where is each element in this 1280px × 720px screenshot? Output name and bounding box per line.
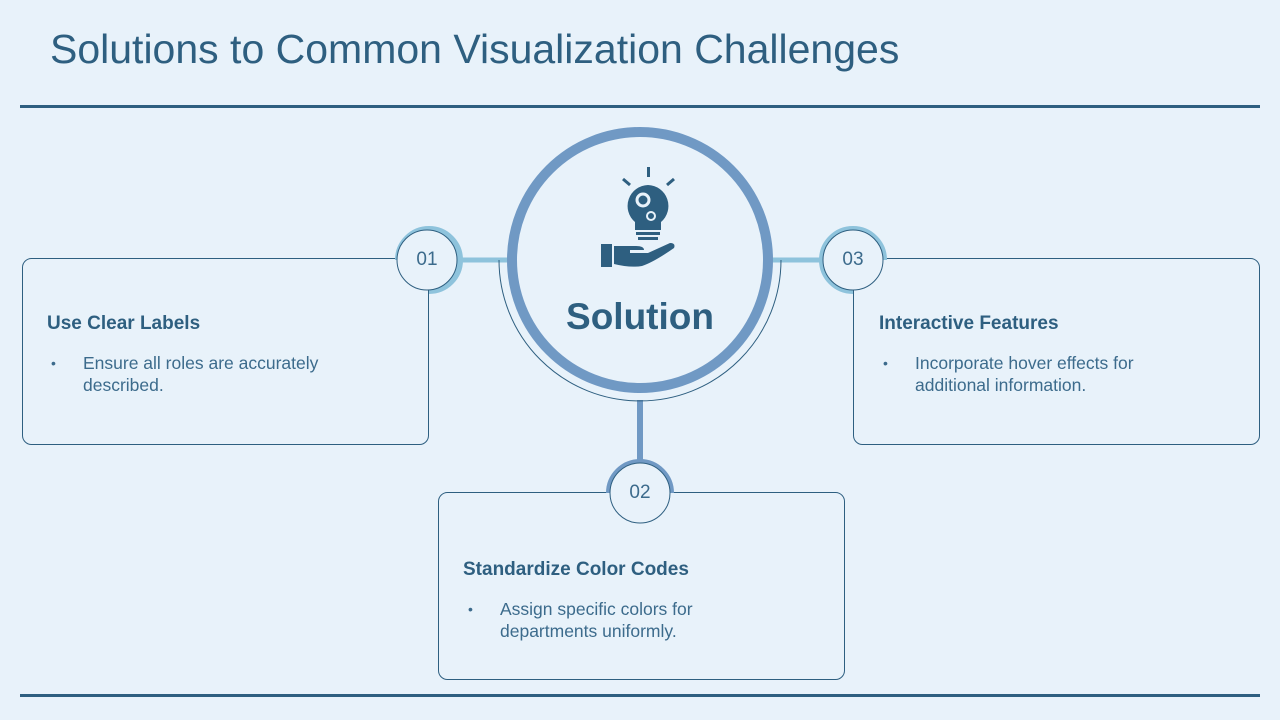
card-03-text: Incorporate hover effects for additional… — [915, 353, 1134, 395]
bullet-dot: • — [51, 355, 56, 371]
card-01-border — [22, 258, 429, 445]
center-label: Solution — [566, 296, 714, 337]
bullet-dot: • — [468, 601, 473, 617]
card-01-text: Ensure all roles are accurately describe… — [83, 353, 319, 395]
number-circle-01 — [396, 229, 458, 291]
page-title: Solutions to Common Visualization Challe… — [50, 26, 900, 72]
number-01: 01 — [416, 249, 438, 270]
card-03-bullet: • Incorporate hover effects for additiona… — [883, 352, 1195, 396]
number-03: 03 — [842, 249, 864, 270]
number-circle-02 — [609, 462, 671, 524]
card-02-heading: Standardize Color Codes — [463, 559, 689, 580]
center-thin-arc — [498, 259, 782, 402]
bottom-divider — [20, 694, 1260, 697]
bullet-dot: • — [883, 355, 888, 371]
card-03-heading: Interactive Features — [879, 313, 1059, 334]
card-02-text: Assign specific colors for departments u… — [500, 599, 693, 641]
card-03-border — [853, 258, 1260, 445]
card-02-bullet: • Assign specific colors for departments … — [468, 598, 740, 642]
number-circle-03 — [822, 229, 884, 291]
card-01-bullet: • Ensure all roles are accurately describ… — [51, 352, 383, 396]
number-02: 02 — [629, 482, 651, 503]
lightbulb-gears-hand-icon — [601, 167, 675, 267]
card-01-heading: Use Clear Labels — [47, 313, 201, 334]
top-divider — [20, 105, 1260, 108]
